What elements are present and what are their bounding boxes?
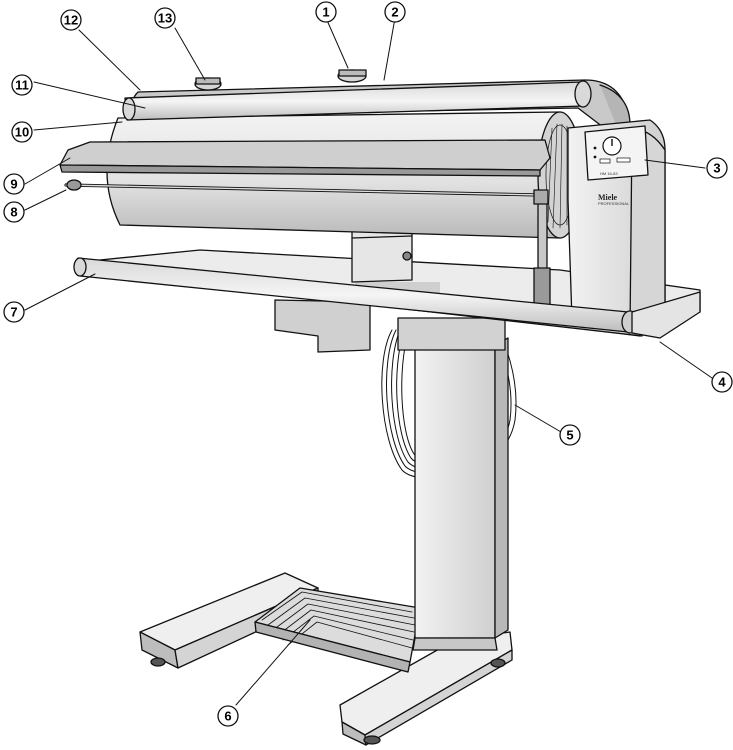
- callout-leaders: [24, 17, 713, 706]
- control-housing: [567, 119, 666, 331]
- callout-number-11: 11: [15, 78, 29, 93]
- callout-circle-12: [60, 9, 82, 31]
- callout-circle-5: [559, 424, 581, 446]
- callout-number-1: 1: [322, 5, 329, 20]
- callout-circle-11: [11, 74, 33, 96]
- finger-guard: [64, 179, 549, 205]
- tray-bracket: [274, 299, 371, 353]
- control-panel: Miele PROFESSIONAL HM 16-83: [593, 136, 631, 206]
- arm-hinge: [351, 227, 413, 283]
- callout-number-12: 12: [64, 13, 78, 28]
- brand-subline: PROFESSIONAL: [598, 201, 630, 206]
- callout-circle-3: [706, 157, 728, 179]
- column: [397, 317, 509, 651]
- callout-number-3: 3: [713, 161, 720, 176]
- callout-circle-7: [3, 301, 25, 323]
- callout-number-10: 10: [15, 125, 29, 140]
- callout-circle-6: [217, 705, 239, 727]
- callout-circle-13: [154, 7, 176, 29]
- callout-circle-1: [315, 1, 337, 23]
- callout-number-8: 8: [10, 205, 17, 220]
- brand-logo: Miele: [598, 193, 618, 202]
- callout-number-4: 4: [718, 375, 726, 390]
- callout-number-2: 2: [391, 5, 398, 20]
- callout-circle-10: [11, 121, 33, 143]
- callout-number-5: 5: [566, 428, 573, 443]
- feed-cover: [59, 139, 551, 177]
- tray-rail: [73, 257, 701, 339]
- callout-number-13: 13: [158, 11, 172, 26]
- callout-number-9: 9: [10, 177, 17, 192]
- callout-circle-8: [3, 201, 25, 223]
- callout-number-6: 6: [224, 709, 231, 724]
- callout-number-7: 7: [10, 305, 17, 320]
- callout-circle-4: [711, 371, 733, 393]
- callout-circle-9: [3, 173, 25, 195]
- model-plate: HM 16-83: [600, 171, 618, 176]
- callout-circle-2: [384, 1, 406, 23]
